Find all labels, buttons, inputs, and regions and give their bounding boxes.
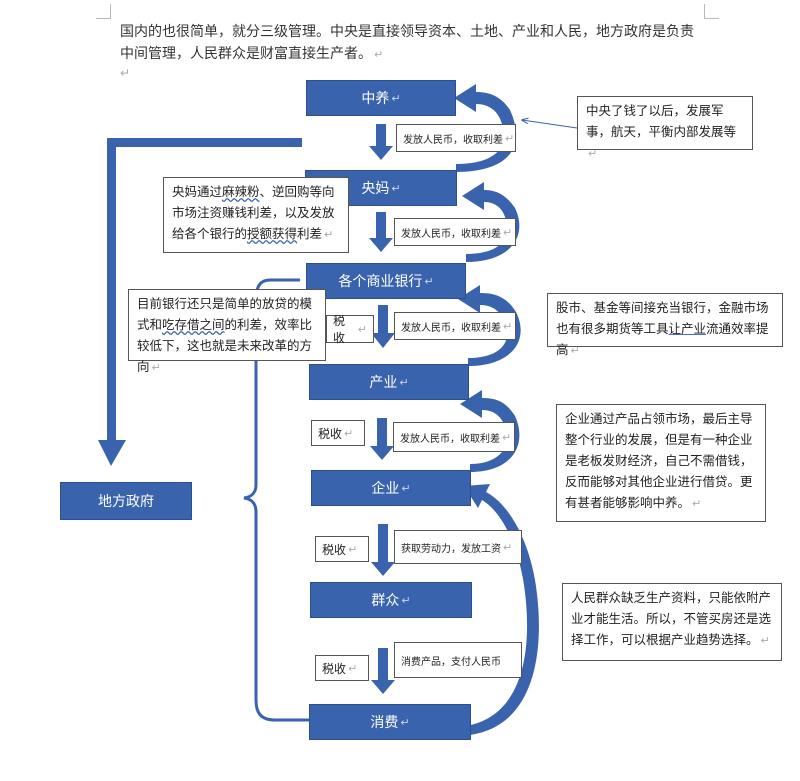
down-arrow-1 (369, 124, 393, 160)
flow-label-6: 消费产品，支付人民币 (394, 642, 522, 678)
flow-label-4: 发放人民币，收取利差↵ (393, 422, 515, 452)
down-arrow-4 (370, 418, 394, 460)
tax-label-3: 税收↵ (315, 536, 369, 562)
intro-text: 国内的也很简单，就分三级管理。中央是直接领导资本、土地、产业和人民，地方政府是负… (120, 23, 694, 61)
node-people: 群众↵ (310, 582, 472, 618)
node-commercial-banks: 各个商业银行↵ (306, 263, 466, 299)
flow-label-1: 发放人民币，收取利差↵ (396, 124, 516, 152)
flow-label-5: 获取劳动力，发放工资↵ (394, 530, 522, 564)
node-central: 中养↵ (306, 80, 456, 116)
node-industry: 产业↵ (309, 364, 469, 400)
note-commercial-banks: 目前银行还只是简单的放贷的模式和吃存借之间的利差，效率比较低下，这也就是未来改革… (128, 289, 326, 374)
tax-label-4: 税收↵ (315, 655, 369, 681)
flow-label-2: 发放人民币，收取利差↵ (394, 218, 516, 246)
intro-paragraph: 国内的也很简单，就分三级管理。中央是直接领导资本、土地、产业和人民，地方政府是负… (120, 23, 694, 61)
note-financial-market: 股市、基金等间接充当银行，金融市场也有很多期货等工具让产业流通效率提高↵ (547, 293, 783, 357)
node-enterprise: 企业↵ (311, 470, 471, 506)
flow-label-3: 发放人民币，收取利差↵ (394, 312, 516, 340)
corner-mark-top-left (96, 4, 111, 19)
down-arrow-6 (371, 648, 395, 694)
down-arrow-2 (369, 212, 393, 252)
return-arrows (454, 84, 539, 735)
empty-paragraph-mark: ↵ (120, 66, 131, 80)
note-enterprise: 企业通过产品占领市场，最后主导整个行业的发展，但是有一种企业是老板发财经济，自己… (556, 404, 766, 522)
note-people: 人民群众缺乏生产资料，只能依附产业才能生活。所以，不管买房还是选择工作，可以根据… (562, 583, 782, 661)
tax-label-2: 税收↵ (311, 420, 365, 446)
corner-mark-top-right (704, 4, 719, 19)
down-arrow-3 (371, 305, 395, 348)
node-consumption: 消费↵ (309, 704, 471, 740)
down-arrow-5 (371, 524, 395, 576)
note-pointer-line (522, 120, 578, 129)
tax-label-1: 税收↵ (326, 314, 374, 345)
local-gov-arrow (98, 138, 302, 466)
node-local-government: 地方政府 (60, 482, 192, 520)
note-central: 中央了钱了以后，发展军事，航天，平衡内部发展等↵ (577, 96, 753, 160)
note-central-bank: 央妈通过麻辣粉、逆回购等向市场注资赚钱利差，以及发放给各个银行的授额获得利差↵ (163, 177, 349, 253)
